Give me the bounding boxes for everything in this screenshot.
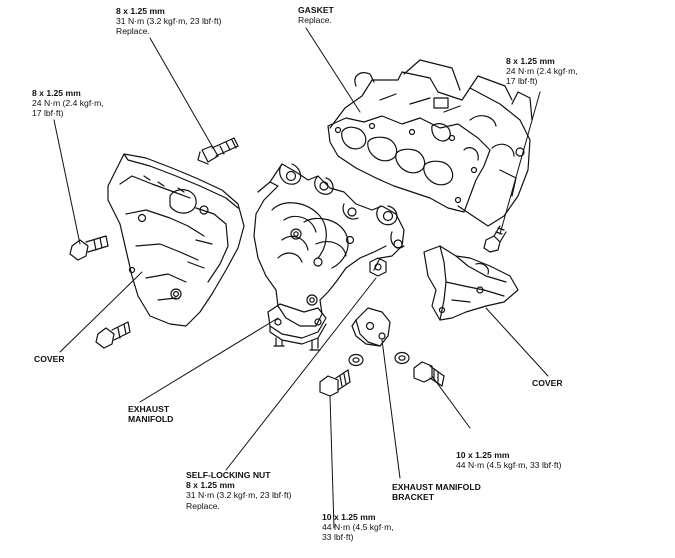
self-locking-nut	[369, 257, 387, 277]
leader-lines	[53, 27, 549, 529]
label-bottom-bolt: 10 x 1.25 mm 44 N·m (4.5 kgf·m, 33 lbf·f…	[322, 512, 394, 543]
bolt-left-lower	[95, 321, 131, 349]
exhaust-manifold	[253, 163, 405, 351]
label-cover-left: COVER	[34, 354, 65, 364]
label-self-locking-nut: SELF-LOCKING NUT 8 x 1.25 mm 31 N·m (3.2…	[186, 470, 292, 511]
exhaust-manifold-bracket	[351, 307, 391, 347]
label-right-bolt: 8 x 1.25 mm 24 N·m (2.4 kgf·m, 17 lbf·ft…	[506, 56, 578, 87]
gasket	[327, 115, 491, 213]
label-left-bolt: 8 x 1.25 mm 24 N·m (2.4 kgf·m, 17 lbf·ft…	[32, 88, 104, 119]
bolt-left	[69, 235, 109, 261]
bolt-bracket-bottom	[319, 369, 351, 397]
washer-left	[348, 353, 364, 367]
washer-right	[394, 351, 410, 365]
cover-right	[423, 245, 519, 321]
bolt-top	[197, 137, 239, 165]
label-bracket-bolt: 10 x 1.25 mm 44 N·m (4.5 kgf·m, 33 lbf·f…	[456, 450, 562, 471]
label-gasket: GASKET Replace.	[298, 5, 334, 26]
label-exhaust-manifold-bracket: EXHAUST MANIFOLD BRACKET	[392, 482, 481, 503]
label-cover-right: COVER	[532, 378, 563, 388]
cylinder-head	[329, 59, 533, 227]
label-exhaust-manifold: EXHAUST MANIFOLD	[128, 404, 174, 425]
bolt-right	[483, 225, 507, 253]
label-top-bolt: 8 x 1.25 mm 31 N·m (3.2 kgf·m, 23 lbf·ft…	[116, 6, 222, 37]
cover-left	[107, 153, 245, 327]
bolt-bracket-right	[413, 361, 445, 387]
